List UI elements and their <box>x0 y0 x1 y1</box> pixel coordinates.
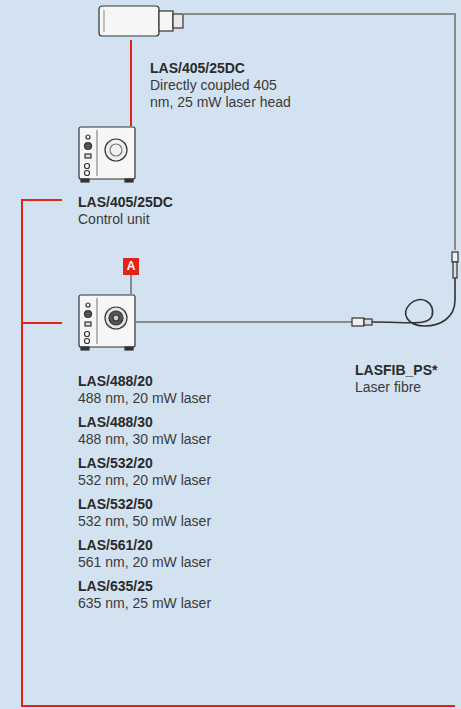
part-description: Directly coupled 405 nm, 25 mW laser hea… <box>150 77 300 111</box>
part-number: LASFIB_PS* <box>355 362 455 379</box>
control-unit-icon <box>79 127 135 182</box>
connector-line <box>130 40 132 126</box>
laser-unit-icon <box>79 295 135 350</box>
part-number: LAS/532/20 <box>78 455 298 472</box>
label-group: LAS/405/25DCControl unit <box>78 194 278 228</box>
connector-line <box>22 200 62 323</box>
part-number: LAS/488/30 <box>78 414 298 431</box>
part-number: LAS/561/20 <box>78 537 298 554</box>
part-number: LAS/488/20 <box>78 373 298 390</box>
laser-unit: LAS/488/20488 nm, 20 mW laserLAS/488/304… <box>78 294 136 352</box>
connector-line <box>136 321 352 323</box>
part-description: Control unit <box>78 211 278 228</box>
connector-line <box>184 14 455 250</box>
laser-head: LAS/405/25DCDirectly coupled 405 nm, 25 … <box>98 2 184 40</box>
part-description: 532 nm, 20 mW laser <box>78 472 298 489</box>
laser-head-icon <box>99 6 183 36</box>
connector-line <box>130 275 132 294</box>
part-description: 488 nm, 20 mW laser <box>78 390 298 407</box>
callout-box: A <box>123 258 139 275</box>
callout-letter: A <box>123 258 139 275</box>
part-number: LAS/405/25DC <box>78 194 278 211</box>
laser-fibre: LASFIB_PS*Laser fibre <box>352 250 458 346</box>
part-number: LAS/532/50 <box>78 496 298 513</box>
part-description: 635 nm, 25 mW laser <box>78 595 298 612</box>
part-number: LAS/405/25DC <box>150 60 300 77</box>
part-description: 561 nm, 20 mW laser <box>78 554 298 571</box>
laser-fibre-icon <box>352 252 458 326</box>
part-description: 532 nm, 50 mW laser <box>78 513 298 530</box>
label-group: LAS/488/20488 nm, 20 mW laserLAS/488/304… <box>78 373 298 619</box>
label-group: LASFIB_PS*Laser fibre <box>355 362 455 396</box>
part-description: 488 nm, 30 mW laser <box>78 431 298 448</box>
part-number: LAS/635/25 <box>78 578 298 595</box>
part-description: Laser fibre <box>355 379 455 396</box>
red-bracket <box>22 322 455 706</box>
label-group: LAS/405/25DCDirectly coupled 405 nm, 25 … <box>150 60 300 111</box>
control-unit: LAS/405/25DCControl unit <box>78 126 136 182</box>
